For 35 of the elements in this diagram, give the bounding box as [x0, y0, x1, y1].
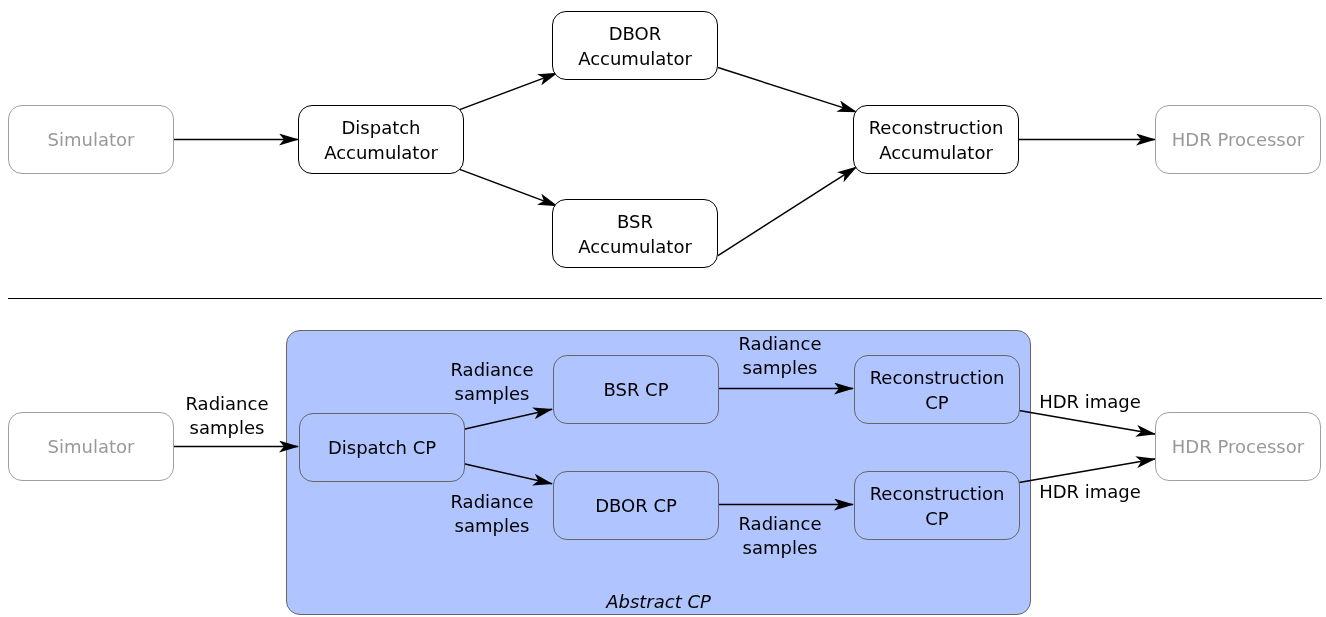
edge-label: HDR image — [1038, 390, 1142, 414]
external-box: HDR Processor — [1155, 412, 1321, 481]
arrow — [717, 382, 854, 395]
edge-label: Radiance samples — [737, 332, 823, 380]
external-box: HDR Processor — [1155, 105, 1321, 174]
process-box: Dispatch Accumulator — [298, 105, 464, 174]
arrow — [1018, 456, 1156, 484]
arrow — [717, 66, 858, 113]
edge-label: Radiance samples — [184, 392, 270, 440]
edge-label: Radiance samples — [449, 358, 535, 406]
panel-title: Abstract CP — [604, 591, 712, 612]
process-box: DBOR Accumulator — [552, 11, 718, 80]
arrow — [1018, 409, 1156, 437]
arrow — [463, 463, 553, 486]
process-box: DBOR CP — [553, 471, 719, 540]
arrow — [173, 133, 299, 146]
edge-label: HDR image — [1038, 480, 1142, 504]
arrow — [458, 72, 558, 111]
external-box: Simulator — [8, 412, 174, 481]
arrow — [463, 407, 553, 430]
arrow — [1018, 133, 1156, 146]
arrow — [717, 498, 854, 511]
process-box: Reconstruction Accumulator — [853, 105, 1019, 174]
edge-label: Radiance samples — [737, 512, 823, 560]
process-box: BSR Accumulator — [552, 199, 718, 268]
container-panel — [286, 330, 1031, 615]
arrow — [717, 166, 858, 257]
process-box: BSR CP — [553, 355, 719, 424]
arrow — [173, 440, 299, 453]
process-box: Reconstruction CP — [854, 355, 1020, 424]
external-box: Simulator — [8, 105, 174, 174]
process-box: Reconstruction CP — [854, 471, 1020, 540]
edge-label: Radiance samples — [449, 490, 535, 538]
process-box: Dispatch CP — [299, 413, 465, 482]
arrow — [458, 168, 558, 207]
